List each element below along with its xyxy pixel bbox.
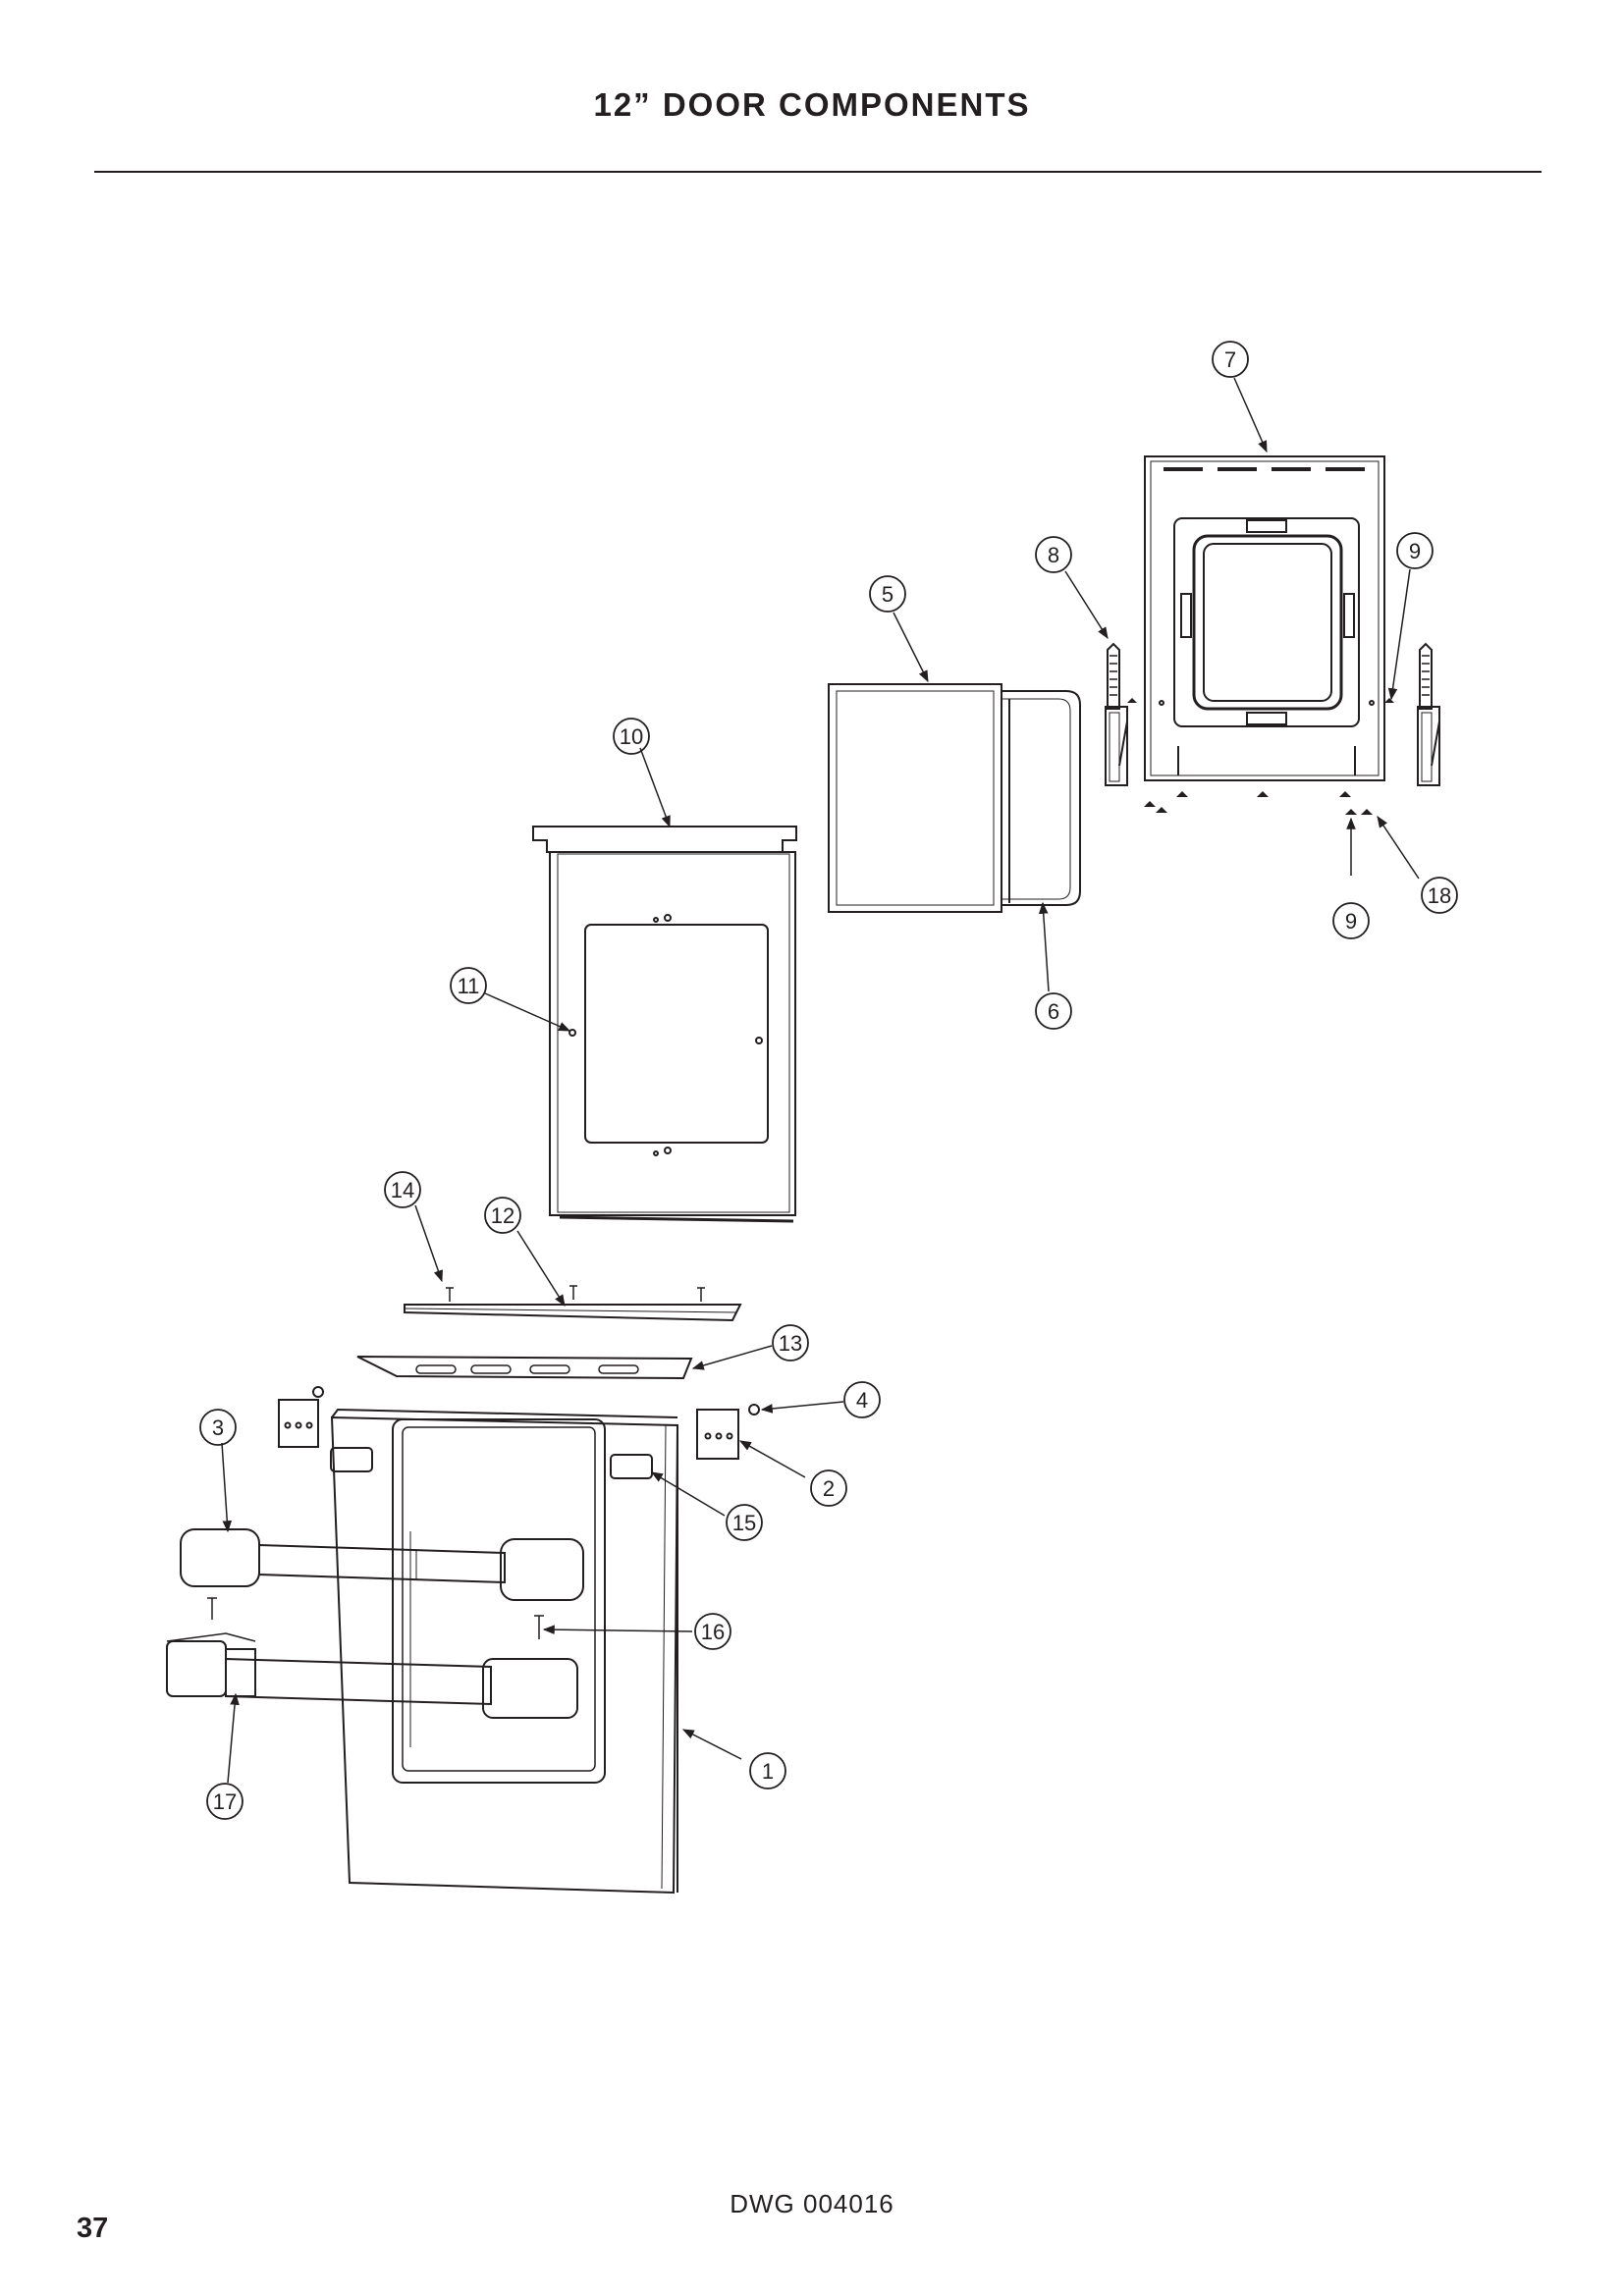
screws-trim xyxy=(446,1285,705,1302)
callout-18: 18 xyxy=(1428,883,1451,908)
mount-screws xyxy=(312,1386,760,1415)
callout-8: 8 xyxy=(1048,543,1059,567)
vent-bracket xyxy=(356,1356,693,1380)
callout-10: 10 xyxy=(620,724,643,749)
callout-circles xyxy=(199,341,1458,1820)
glass-seal xyxy=(1001,690,1081,906)
callout-3: 3 xyxy=(212,1415,224,1440)
inner-door-panel xyxy=(1144,455,1385,781)
callout-5: 5 xyxy=(882,582,893,607)
hinge-left xyxy=(1105,642,1128,786)
callout-16: 16 xyxy=(701,1620,725,1644)
callout-2: 2 xyxy=(823,1476,835,1501)
callout-15: 15 xyxy=(732,1511,756,1535)
lower-handle xyxy=(166,1632,578,1719)
callout-7: 7 xyxy=(1224,347,1236,372)
page-title: 12” DOOR COMPONENTS xyxy=(593,86,1031,123)
callout-9-screw: 9 xyxy=(1345,909,1357,934)
drawing-number: DWG 004016 xyxy=(730,2189,894,2218)
callout-13: 13 xyxy=(779,1331,802,1356)
title-divider xyxy=(94,171,1542,173)
leader-lines xyxy=(221,377,1420,1784)
handle-screws xyxy=(207,1597,544,1639)
handle-mount-plate-left xyxy=(278,1399,319,1448)
screws-inner-panel xyxy=(1127,698,1394,815)
callout-17: 17 xyxy=(213,1789,237,1814)
callout-9-hinge-pin: 9 xyxy=(1409,539,1421,563)
upper-handle xyxy=(180,1528,584,1601)
callout-11: 11 xyxy=(458,974,480,998)
callout-1: 1 xyxy=(762,1759,774,1784)
outer-door xyxy=(330,1408,679,1895)
inner-glass-frame xyxy=(532,826,797,1223)
glass-pane xyxy=(828,683,1002,913)
page-number: 37 xyxy=(77,2213,109,2244)
door-trim-strip xyxy=(404,1304,742,1322)
handle-mount-plate-right xyxy=(696,1409,739,1460)
callout-4: 4 xyxy=(856,1388,868,1413)
callout-6: 6 xyxy=(1048,999,1059,1024)
callout-12: 12 xyxy=(491,1203,514,1228)
handle-bushings xyxy=(330,1447,653,1479)
callout-14: 14 xyxy=(391,1178,414,1202)
hinge-right xyxy=(1417,642,1440,786)
